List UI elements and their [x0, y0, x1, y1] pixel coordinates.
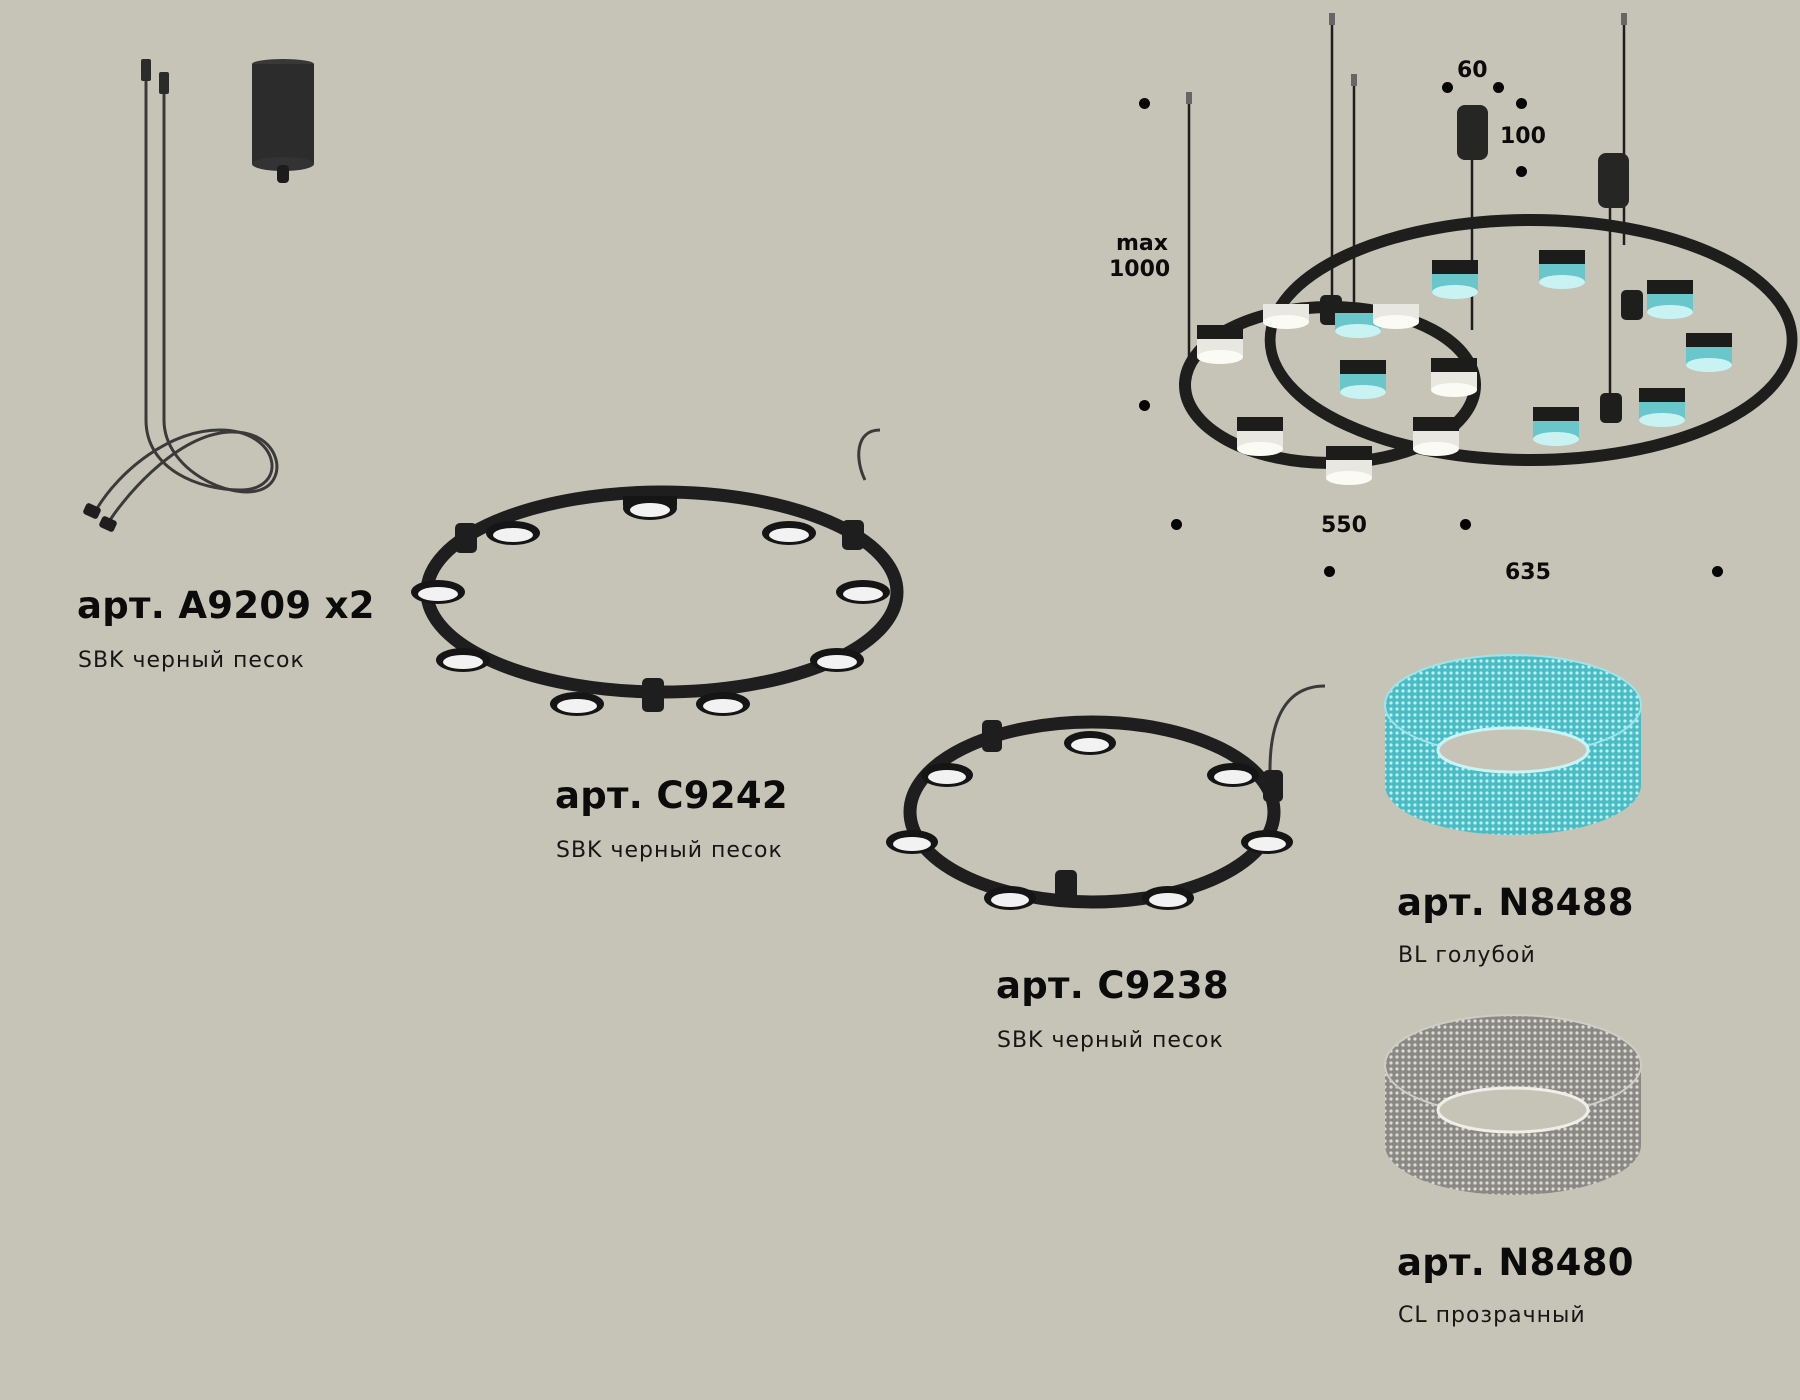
- finish-label: SBK черный песок: [78, 648, 305, 673]
- ring-track-8-illustration: [886, 684, 1326, 910]
- dimension-marker: [1324, 566, 1335, 577]
- blue-crystal-shade-illustration: [1384, 654, 1642, 835]
- article-title: арт. C9238: [996, 964, 1229, 1007]
- small-ring-width-label: 550: [1321, 513, 1367, 538]
- article-title: арт. C9242: [555, 774, 788, 817]
- assembled-chandelier-illustration: [1179, 13, 1798, 485]
- dimension-marker: [1516, 98, 1527, 109]
- dimension-marker: [1171, 519, 1182, 530]
- ring-track-10-illustration: [411, 428, 904, 716]
- product-n8480: арт. N8480 CL прозрачный: [1370, 1000, 1670, 1340]
- canopy-diameter-label: 60: [1457, 58, 1488, 83]
- clear-crystal-shade-illustration: [1384, 1014, 1642, 1195]
- product-a9209: арт. A9209 x2 SBK черный песок: [0, 0, 380, 700]
- dimension-marker: [1442, 82, 1453, 93]
- product-c9238: арт. C9238 SBK черный песок: [870, 670, 1350, 1070]
- height-max-label: max: [1116, 231, 1168, 256]
- suspension-wires-illustration: [83, 59, 279, 532]
- assembly-diagram: max 1000 60 100 550 635: [1100, 0, 1800, 600]
- product-n8488: арт. N8488 BL голубой: [1370, 640, 1670, 980]
- dimension-marker: [1139, 98, 1150, 109]
- finish-label: SBK черный песок: [556, 838, 783, 863]
- dimension-marker: [1493, 82, 1504, 93]
- dimension-marker: [1712, 566, 1723, 577]
- dimension-marker: [1460, 519, 1471, 530]
- canopy-height-label: 100: [1500, 124, 1546, 149]
- article-title: арт. A9209 x2: [77, 584, 375, 627]
- height-value-label: 1000: [1109, 257, 1171, 282]
- canopy-illustration: [252, 59, 314, 183]
- product-c9242: арт. C9242 SBK черный песок: [400, 420, 960, 880]
- finish-label: BL голубой: [1398, 943, 1536, 968]
- article-title: арт. N8480: [1397, 1241, 1634, 1284]
- finish-label: CL прозрачный: [1398, 1303, 1586, 1328]
- finish-label: SBK черный песок: [997, 1028, 1224, 1053]
- large-ring-width-label: 635: [1505, 560, 1551, 585]
- article-title: арт. N8488: [1397, 881, 1634, 924]
- dimension-marker: [1139, 400, 1150, 411]
- dimension-marker: [1516, 166, 1527, 177]
